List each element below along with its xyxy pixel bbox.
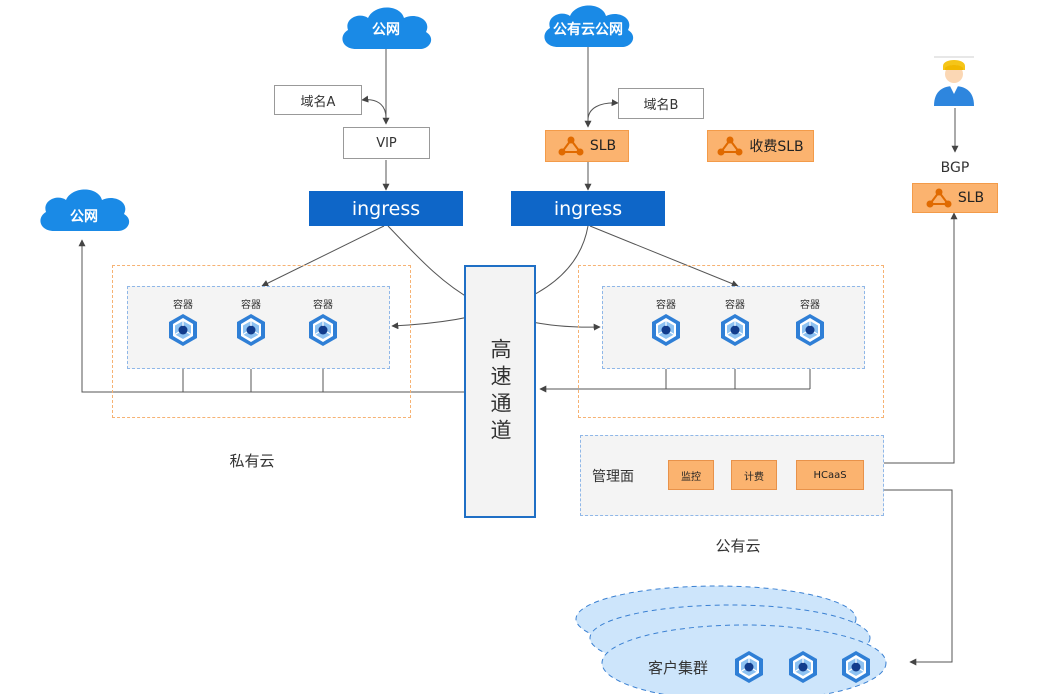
slb-node-icon	[926, 188, 952, 208]
kubernetes-container-icon	[720, 313, 750, 347]
container-label: 容器	[173, 300, 193, 311]
cloud-label: 公网	[372, 22, 400, 38]
slb-paid-label: 收费SLB	[749, 139, 804, 155]
kubernetes-container-icon	[795, 313, 825, 347]
cloud-public-cloud-net: 公有云公网	[538, 4, 638, 48]
user-icon	[930, 56, 978, 108]
vip-box: VIP	[343, 127, 430, 159]
kubernetes-container-icon	[308, 313, 338, 347]
billing-box: 计费	[731, 460, 777, 490]
high-speed-tunnel: 高速通道	[464, 265, 536, 518]
hcaas-box: HCaaS	[796, 460, 864, 490]
cloud-public-net-left: 公网	[36, 186, 132, 234]
public-cloud-region	[578, 265, 884, 418]
ingress-right: ingress	[511, 191, 665, 226]
public-cloud-label: 公有云	[715, 537, 761, 555]
cloud-icon	[342, 7, 432, 49]
domain-b-box: 域名B	[618, 88, 704, 119]
cloud-icon	[40, 189, 130, 231]
tunnel-label: 高速通道	[488, 337, 512, 446]
slb-node-icon	[717, 136, 743, 156]
kubernetes-container-icon	[168, 313, 198, 347]
slb-paid-box: 收费SLB	[707, 130, 814, 162]
slb-node-icon	[558, 136, 584, 156]
container-label: 容器	[800, 300, 820, 311]
customer-cluster-label: 客户集群	[647, 659, 708, 677]
slb-main-box: SLB	[545, 130, 629, 162]
cloud-label: 公有云公网	[553, 22, 623, 38]
slb-bgp-label: SLB	[957, 190, 985, 206]
container-label: 容器	[241, 300, 261, 311]
mgmt-plane-label: 管理面	[592, 469, 634, 485]
private-cloud-region	[112, 265, 411, 418]
private-cloud-label: 私有云	[229, 452, 275, 470]
cloud-label: 公网	[70, 209, 98, 225]
customer-cluster	[575, 585, 887, 694]
slb-main-label: SLB	[589, 138, 617, 154]
kubernetes-container-icon	[651, 313, 681, 347]
container-label: 容器	[656, 300, 676, 311]
container-label: 容器	[313, 300, 333, 311]
cloud-icon	[544, 5, 634, 47]
slb-bgp-box: SLB	[912, 183, 998, 213]
monitor-box: 监控	[668, 460, 714, 490]
cloud-public-net-top: 公网	[338, 6, 434, 50]
bgp-label: BGP	[940, 160, 970, 176]
ingress-left: ingress	[309, 191, 463, 226]
container-label: 容器	[725, 300, 745, 311]
domain-a-box: 域名A	[274, 85, 362, 115]
kubernetes-container-icon	[236, 313, 266, 347]
